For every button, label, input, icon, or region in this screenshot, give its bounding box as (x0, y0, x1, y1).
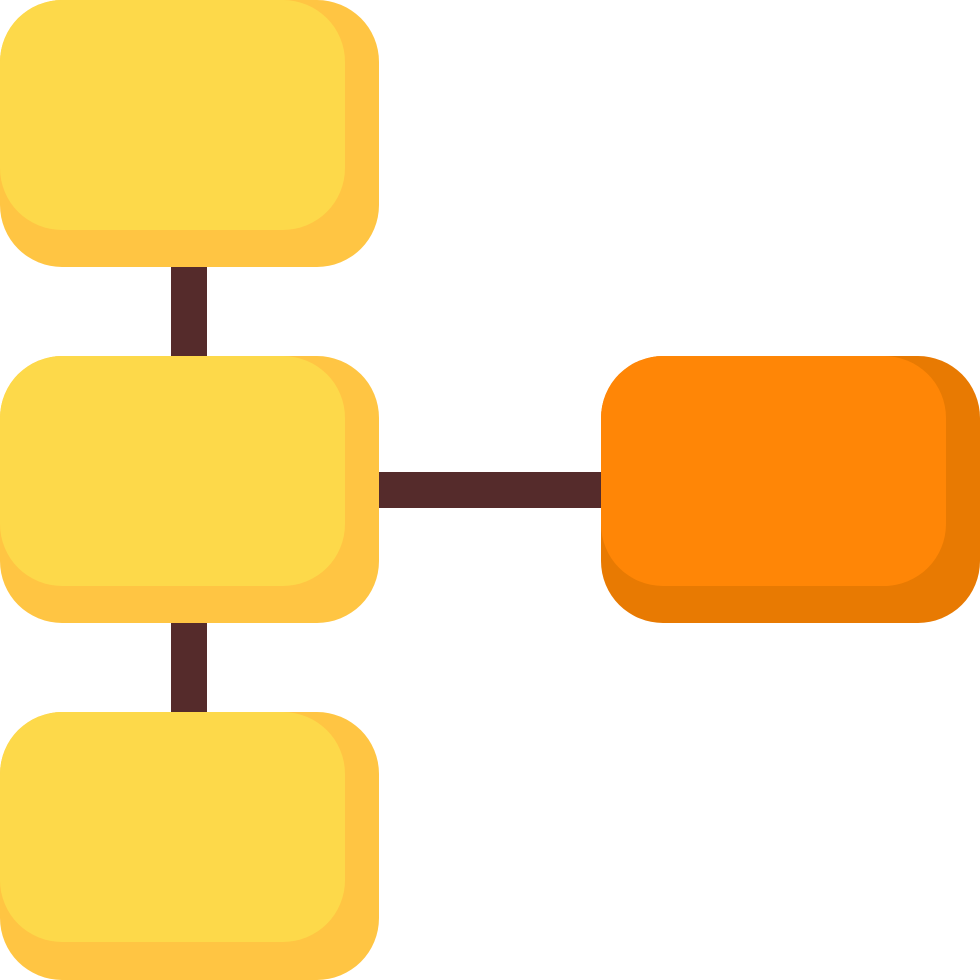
node-top (0, 0, 379, 267)
node-bottom (0, 712, 379, 980)
connector-top-middle (171, 262, 207, 362)
node-side (601, 356, 980, 623)
connector-middle-bottom (171, 618, 207, 718)
connector-middle-side (372, 472, 608, 508)
node-middle (0, 356, 379, 623)
